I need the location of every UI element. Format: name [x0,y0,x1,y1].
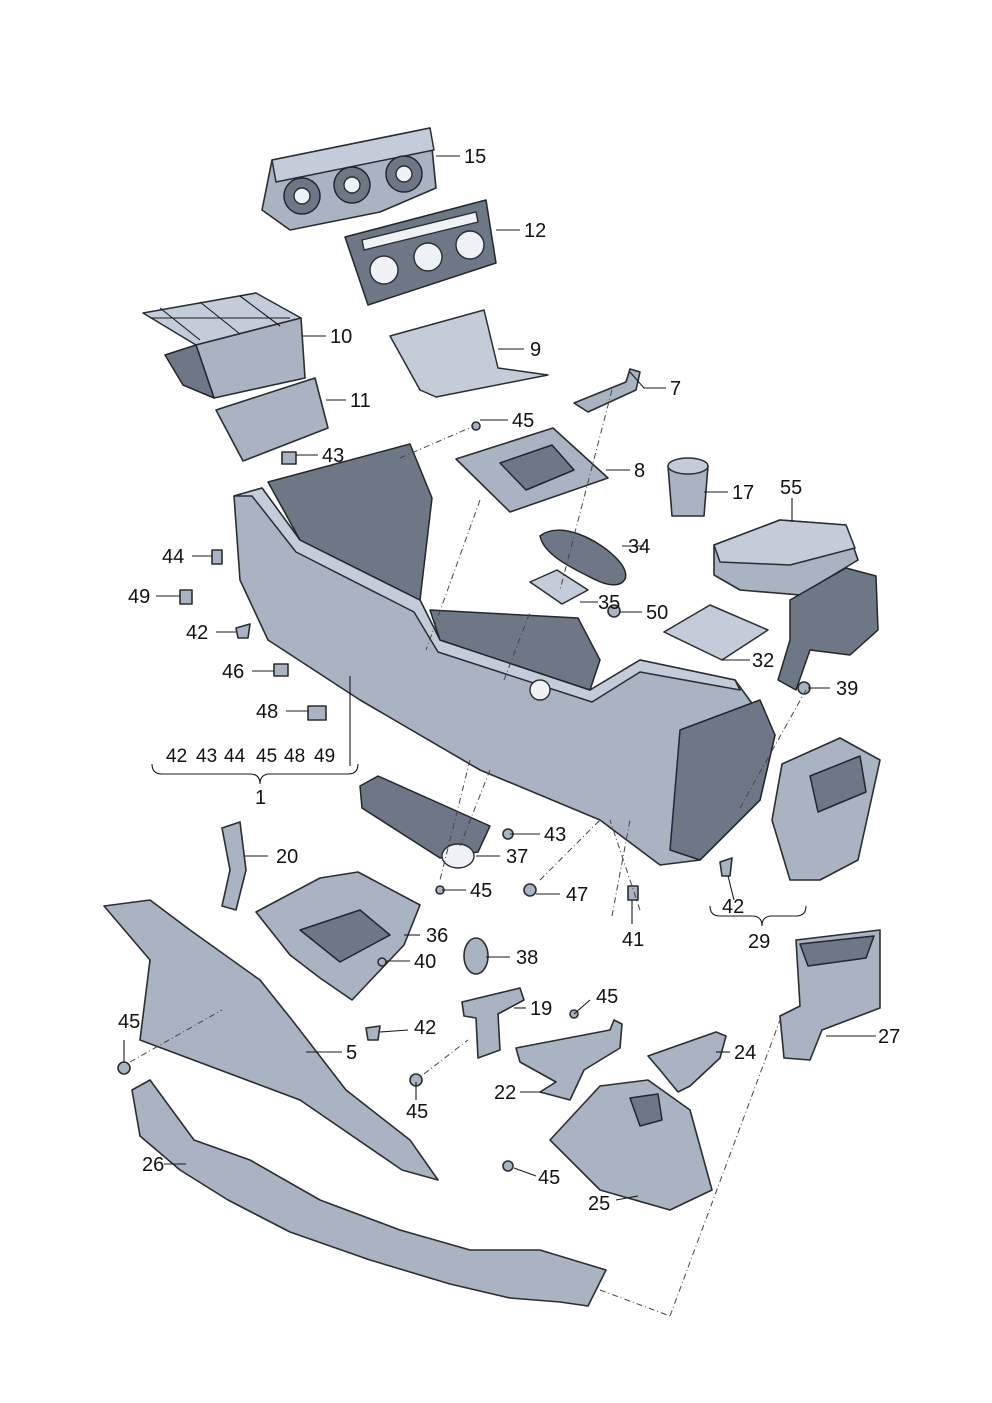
part-42-clip [235,623,251,639]
part-27-air-duct [779,929,881,1061]
callout-12: 12 [524,220,546,242]
callout-45-top: 45 [512,410,534,432]
group-1-member: 43 [196,746,217,767]
part-43-nut [281,451,297,465]
callout-27: 27 [878,1026,900,1048]
part-12-trim-panel [344,199,497,306]
callout-42-left: 42 [186,622,208,644]
part-20-bracket [221,821,247,911]
callout-7: 7 [670,378,681,400]
part-46-nut [273,663,289,677]
callout-47: 47 [566,884,588,906]
part-45-screw-25 [502,1160,514,1172]
fasteners [117,421,811,1172]
part-42-clip-rear [719,857,733,877]
part-29-rear-vent-panel [771,737,881,881]
part-26-long-trim-strip [131,1079,607,1307]
part-7-grab-handle [573,368,641,413]
callout-26: 26 [142,1154,164,1176]
callout-17: 17 [732,482,754,504]
callout-44: 44 [162,546,184,568]
leader-lines [123,155,876,1201]
callout-45-19: 45 [596,986,618,1008]
part-45-screw-top [471,421,481,431]
callout-11: 11 [350,390,371,412]
part-10-storage-compartment [142,292,306,399]
group-1-member: 44 [224,746,246,767]
part-42-clip-lower [365,1025,381,1041]
group-1-member: 49 [314,746,335,767]
part-22-mount-bracket [515,1019,623,1101]
part-36-support-frame [255,871,421,1001]
part-15-climate-control-unit [261,127,437,231]
callout-49: 49 [128,586,150,608]
part-8-gear-shift-trim [455,427,609,513]
group-1-member: 45 [256,746,277,767]
part-49-clip [179,589,193,605]
callout-35: 35 [598,592,620,614]
part-5-side-trim-panel [103,899,439,1181]
callout-9: 9 [530,339,541,361]
callout-10: 10 [330,326,352,348]
callout-38: 38 [516,947,538,969]
part-25-shifter-boot-housing [549,1079,713,1211]
part-34-cup-holder-mat [539,529,627,586]
callout-29: 29 [748,931,770,953]
part-47-screw [523,883,537,897]
callout-45-lower: 45 [406,1101,428,1123]
callout-8: 8 [634,460,645,482]
part-24-holder [647,1031,727,1093]
callout-25: 25 [588,1193,610,1215]
part-45-screw-side [117,1061,131,1075]
group-1-member: 42 [166,746,187,767]
callout-46: 46 [222,661,244,683]
part-9-rubber-mat [389,309,549,398]
callout-40: 40 [414,951,436,973]
callout-48: 48 [256,701,278,723]
part-40-screw [377,957,387,967]
part-50-screw [607,604,621,618]
part-11-cover-flap [215,377,329,462]
callout-15: 15 [464,146,486,168]
callout-24: 24 [734,1042,756,1064]
callout-36: 36 [426,925,448,947]
part-41-clip [627,885,639,901]
part-55-armrest [713,519,879,691]
callout-55: 55 [780,477,802,499]
callout-22: 22 [494,1082,516,1104]
callout-43-lower: 43 [544,824,566,846]
callout-43-top: 43 [322,445,344,467]
callout-20: 20 [276,846,298,868]
group-1-member: 48 [284,746,305,767]
callout-32: 32 [752,650,774,672]
part-32-armrest-mat [663,604,769,661]
callout-45-25: 45 [538,1167,560,1189]
part-19-clip-bracket [461,987,525,1059]
part-48-clip [307,705,327,721]
callout-19: 19 [530,998,552,1020]
assembly-lines [129,389,807,1317]
callout-1: 1 [255,787,266,809]
callout-42-rear: 42 [722,896,744,918]
callout-5: 5 [346,1042,357,1064]
callout-37: 37 [506,846,528,868]
callout-39: 39 [836,678,858,700]
callout-42-lower: 42 [414,1017,436,1039]
part-1-center-console-body [233,443,776,866]
callout-45-side: 45 [118,1011,140,1033]
part-38-plug [463,937,489,975]
callout-34: 34 [628,536,650,558]
part-44-clip [211,549,223,565]
callout-41: 41 [622,929,644,951]
callout-45-mid: 45 [470,880,492,902]
part-35-small-mat [529,569,589,605]
callout-labels: 15 12 10 9 11 7 45 8 43 17 55 34 44 49 3… [118,146,900,1215]
part-37-cup-holder-unit [359,775,491,869]
part-17-cup-insert [667,457,709,517]
callout-50: 50 [646,602,668,624]
